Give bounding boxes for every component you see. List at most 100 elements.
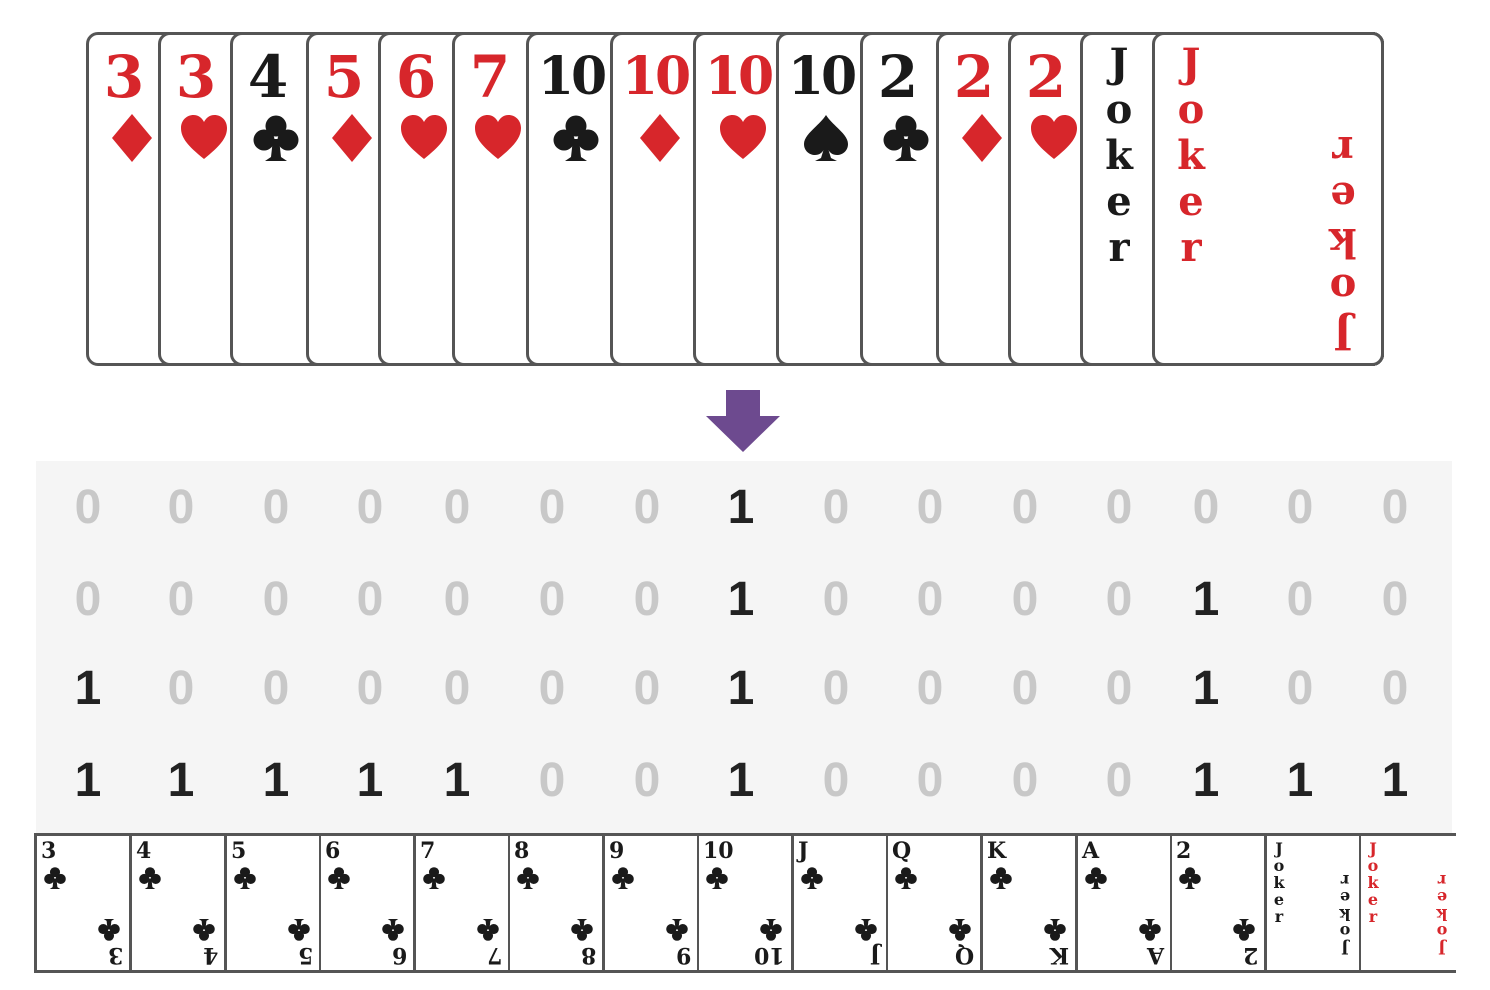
card-rank-inverted: A — [1146, 942, 1164, 968]
card-rank: K — [987, 838, 1007, 864]
card-rank: 3 — [175, 43, 217, 111]
matrix-cell: 0 — [538, 481, 566, 534]
matrix-cell: 0 — [538, 754, 566, 807]
matrix-cell: 0 — [1286, 481, 1314, 534]
matrix-cell: 0 — [1011, 662, 1039, 715]
club-icon — [883, 115, 929, 161]
matrix-cell: 0 — [443, 662, 471, 715]
card-rank-inverted: 4 — [202, 942, 218, 968]
matrix-cell: 0 — [262, 481, 290, 534]
card-rank: 10 — [537, 46, 607, 107]
card-rank-inverted: 8 — [580, 942, 596, 968]
matrix-cell: 0 — [443, 573, 471, 626]
club-icon — [1233, 918, 1255, 941]
joker-letter: k — [1273, 873, 1285, 892]
club-icon — [571, 918, 593, 941]
matrix-cell: 1 — [727, 481, 755, 534]
joker-letter: k — [1367, 873, 1379, 892]
matrix-cell: 0 — [1105, 481, 1133, 534]
matrix-cell: 0 — [167, 481, 195, 534]
club-icon — [706, 867, 728, 890]
joker-letter: o — [1339, 922, 1351, 941]
joker-letter: r — [1180, 224, 1202, 271]
matrix-cell: 0 — [1192, 481, 1220, 534]
joker-letter: e — [1339, 888, 1351, 907]
joker-letter: r — [1437, 871, 1447, 890]
club-icon — [234, 867, 256, 890]
card-rank: 10 — [621, 46, 691, 107]
joker-letter: e — [1273, 890, 1285, 909]
matrix-cell: 0 — [74, 481, 102, 534]
card-rank: 2 — [877, 43, 919, 111]
card-rank-inverted: J — [869, 942, 880, 968]
club-icon — [382, 918, 404, 941]
joker-letter: J — [1333, 311, 1353, 358]
matrix-cell: 0 — [916, 481, 944, 534]
matrix-cell: 0 — [1286, 573, 1314, 626]
card-rank-inverted: 9 — [675, 942, 691, 968]
joker-letter: J — [1109, 40, 1129, 87]
card-rank: 10 — [703, 838, 734, 864]
club-icon — [98, 918, 120, 941]
card-rank-inverted: 5 — [297, 942, 313, 968]
down-arrow-icon — [706, 390, 780, 452]
matrix-cell: 0 — [1011, 481, 1039, 534]
club-icon — [1139, 918, 1161, 941]
heart-icon — [401, 115, 447, 159]
matrix-cell: 0 — [633, 754, 661, 807]
card-rank: 7 — [420, 838, 436, 864]
matrix-cell: 0 — [167, 573, 195, 626]
heart-icon — [720, 115, 766, 159]
diamond-icon — [962, 114, 1002, 162]
card-rank-inverted: 7 — [486, 942, 502, 968]
card-rank: 9 — [609, 838, 625, 864]
joker-letter: r — [1368, 907, 1378, 926]
heart-icon — [475, 115, 521, 159]
club-icon — [612, 867, 634, 890]
heart-icon — [1031, 115, 1077, 159]
joker-letter: e — [1330, 173, 1356, 220]
matrix-cell: 0 — [633, 481, 661, 534]
matrix-cell: 1 — [1192, 573, 1220, 626]
club-icon — [193, 918, 215, 941]
card-rank: 3 — [41, 838, 57, 864]
card-rank: 8 — [514, 838, 530, 864]
matrix-cell: 0 — [356, 662, 384, 715]
matrix-cell: 0 — [633, 662, 661, 715]
card-rank-inverted: Q — [954, 942, 974, 968]
card-rank: 6 — [325, 838, 341, 864]
matrix-cell: 0 — [443, 481, 471, 534]
matrix-cell: 1 — [727, 573, 755, 626]
club-icon — [760, 918, 782, 941]
card-rank: 6 — [395, 43, 437, 111]
diamond-icon — [640, 114, 680, 162]
matrix-cell: 1 — [1286, 754, 1314, 807]
matrix-cell: 0 — [538, 573, 566, 626]
matrix-cell: 0 — [1011, 573, 1039, 626]
matrix-cell: 0 — [916, 573, 944, 626]
spade-icon — [804, 115, 848, 161]
matrix-cell: 0 — [1381, 573, 1409, 626]
matrix-cell: 0 — [916, 754, 944, 807]
club-icon — [44, 867, 66, 890]
card-rank: 2 — [953, 43, 995, 111]
joker-letter: e — [1178, 178, 1204, 225]
matrix-cell: 1 — [727, 754, 755, 807]
card-rank-inverted: 10 — [754, 942, 785, 968]
club-icon — [253, 115, 299, 161]
joker-letter: o — [1436, 922, 1448, 941]
